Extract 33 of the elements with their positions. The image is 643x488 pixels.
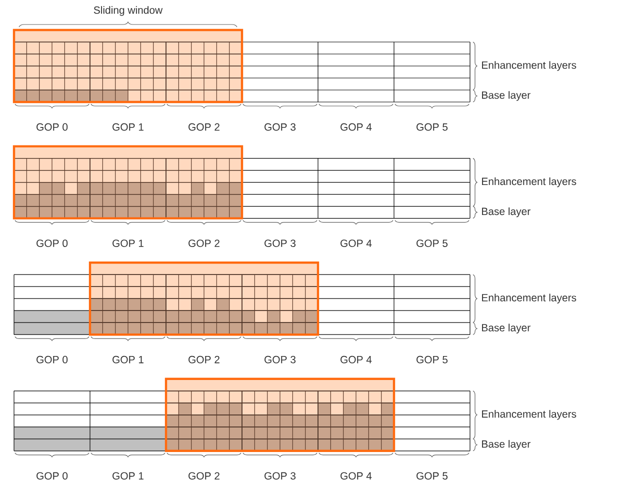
gop-label: GOP 5 <box>416 472 448 480</box>
gop-label: GOP 0 <box>36 240 68 247</box>
gop-label: GOP 5 <box>416 123 448 131</box>
gop-label: GOP 3 <box>264 240 296 247</box>
gop-label: GOP 4 <box>340 472 372 480</box>
gop-label: GOP 3 <box>264 472 296 480</box>
gop-label: GOP 1 <box>112 123 144 131</box>
gop-label: GOP 0 <box>36 123 68 131</box>
layer-label: Base layer <box>482 207 530 218</box>
gop-label: GOP 0 <box>36 356 68 364</box>
gop-label: GOP 4 <box>340 123 372 131</box>
layer-label: Base layer <box>482 324 530 334</box>
gop-label: GOP 2 <box>188 356 220 364</box>
gop-label: GOP 4 <box>340 356 372 364</box>
gop-label: GOP 1 <box>112 240 144 247</box>
gop-label: GOP 3 <box>264 356 296 364</box>
gop-label: GOP 2 <box>188 123 220 131</box>
gop-label: GOP 5 <box>416 240 448 247</box>
gop-label: GOP 3 <box>264 123 296 131</box>
window-label: Sliding window <box>94 6 163 16</box>
layer-label: Enhancement layers <box>482 294 576 304</box>
gop-label: GOP 0 <box>36 472 68 480</box>
layer-label: Base layer <box>482 91 530 101</box>
gop-label: GOP 4 <box>340 240 372 247</box>
gop-label: GOP 2 <box>188 472 220 480</box>
gop-label: GOP 5 <box>416 356 448 364</box>
layer-label: Enhancement layers <box>482 61 576 71</box>
gop-label: GOP 2 <box>188 240 220 247</box>
layer-label: Enhancement layers <box>482 177 576 188</box>
layer-label: Enhancement layers <box>482 410 576 420</box>
gop-label: GOP 1 <box>112 472 144 480</box>
gop-label: GOP 1 <box>112 356 144 364</box>
layer-label: Base layer <box>482 440 530 450</box>
